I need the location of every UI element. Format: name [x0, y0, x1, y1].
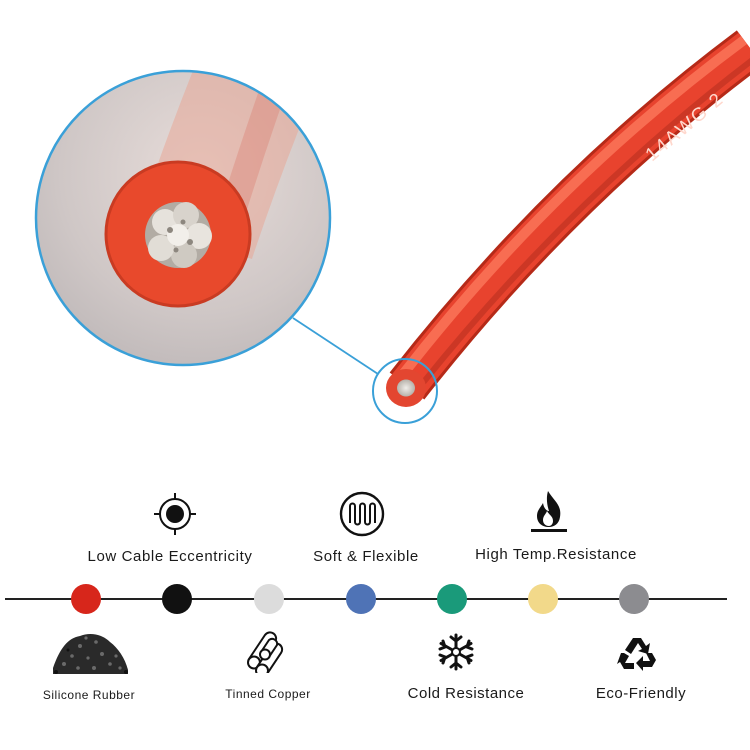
- cable-tip: [397, 379, 415, 397]
- color-swatch-white[interactable]: [254, 584, 284, 614]
- crosshair-target-icon: [154, 493, 196, 535]
- color-swatch-black[interactable]: [162, 584, 192, 614]
- feature-label-tinned-copper: Tinned Copper: [225, 687, 311, 701]
- flame-icon: [531, 491, 567, 532]
- zoom-view: [36, 71, 330, 365]
- coil-icon: [339, 491, 385, 537]
- feature-label-eco-friendly: Eco-Friendly: [595, 685, 687, 702]
- color-swatch-gray[interactable]: [619, 584, 649, 614]
- feature-label-silicone: Silicone Rubber: [42, 688, 136, 702]
- feature-label-flexible: Soft & Flexible: [313, 548, 419, 565]
- tip-callout-ring: [372, 358, 438, 424]
- silicone-granules-icon: [53, 634, 128, 674]
- feature-label-cold-resistance: Cold Resistance: [407, 685, 525, 702]
- feature-label-high-temp: High Temp.Resistance: [475, 546, 637, 563]
- cable-illustration: 14AWG 2: [34, 30, 750, 424]
- copper-strands-core: [145, 202, 212, 268]
- callout-connector: [292, 317, 379, 375]
- color-swatch-green[interactable]: [437, 584, 467, 614]
- snowflake-icon: [438, 633, 474, 671]
- color-swatch-red[interactable]: [71, 584, 101, 614]
- copper-strands-icon: [247, 631, 284, 673]
- color-swatch-blue[interactable]: [346, 584, 376, 614]
- color-swatch-yellow[interactable]: [528, 584, 558, 614]
- feature-label-eccentricity: Low Cable Eccentricity: [87, 548, 253, 565]
- recycle-icon: [617, 638, 656, 671]
